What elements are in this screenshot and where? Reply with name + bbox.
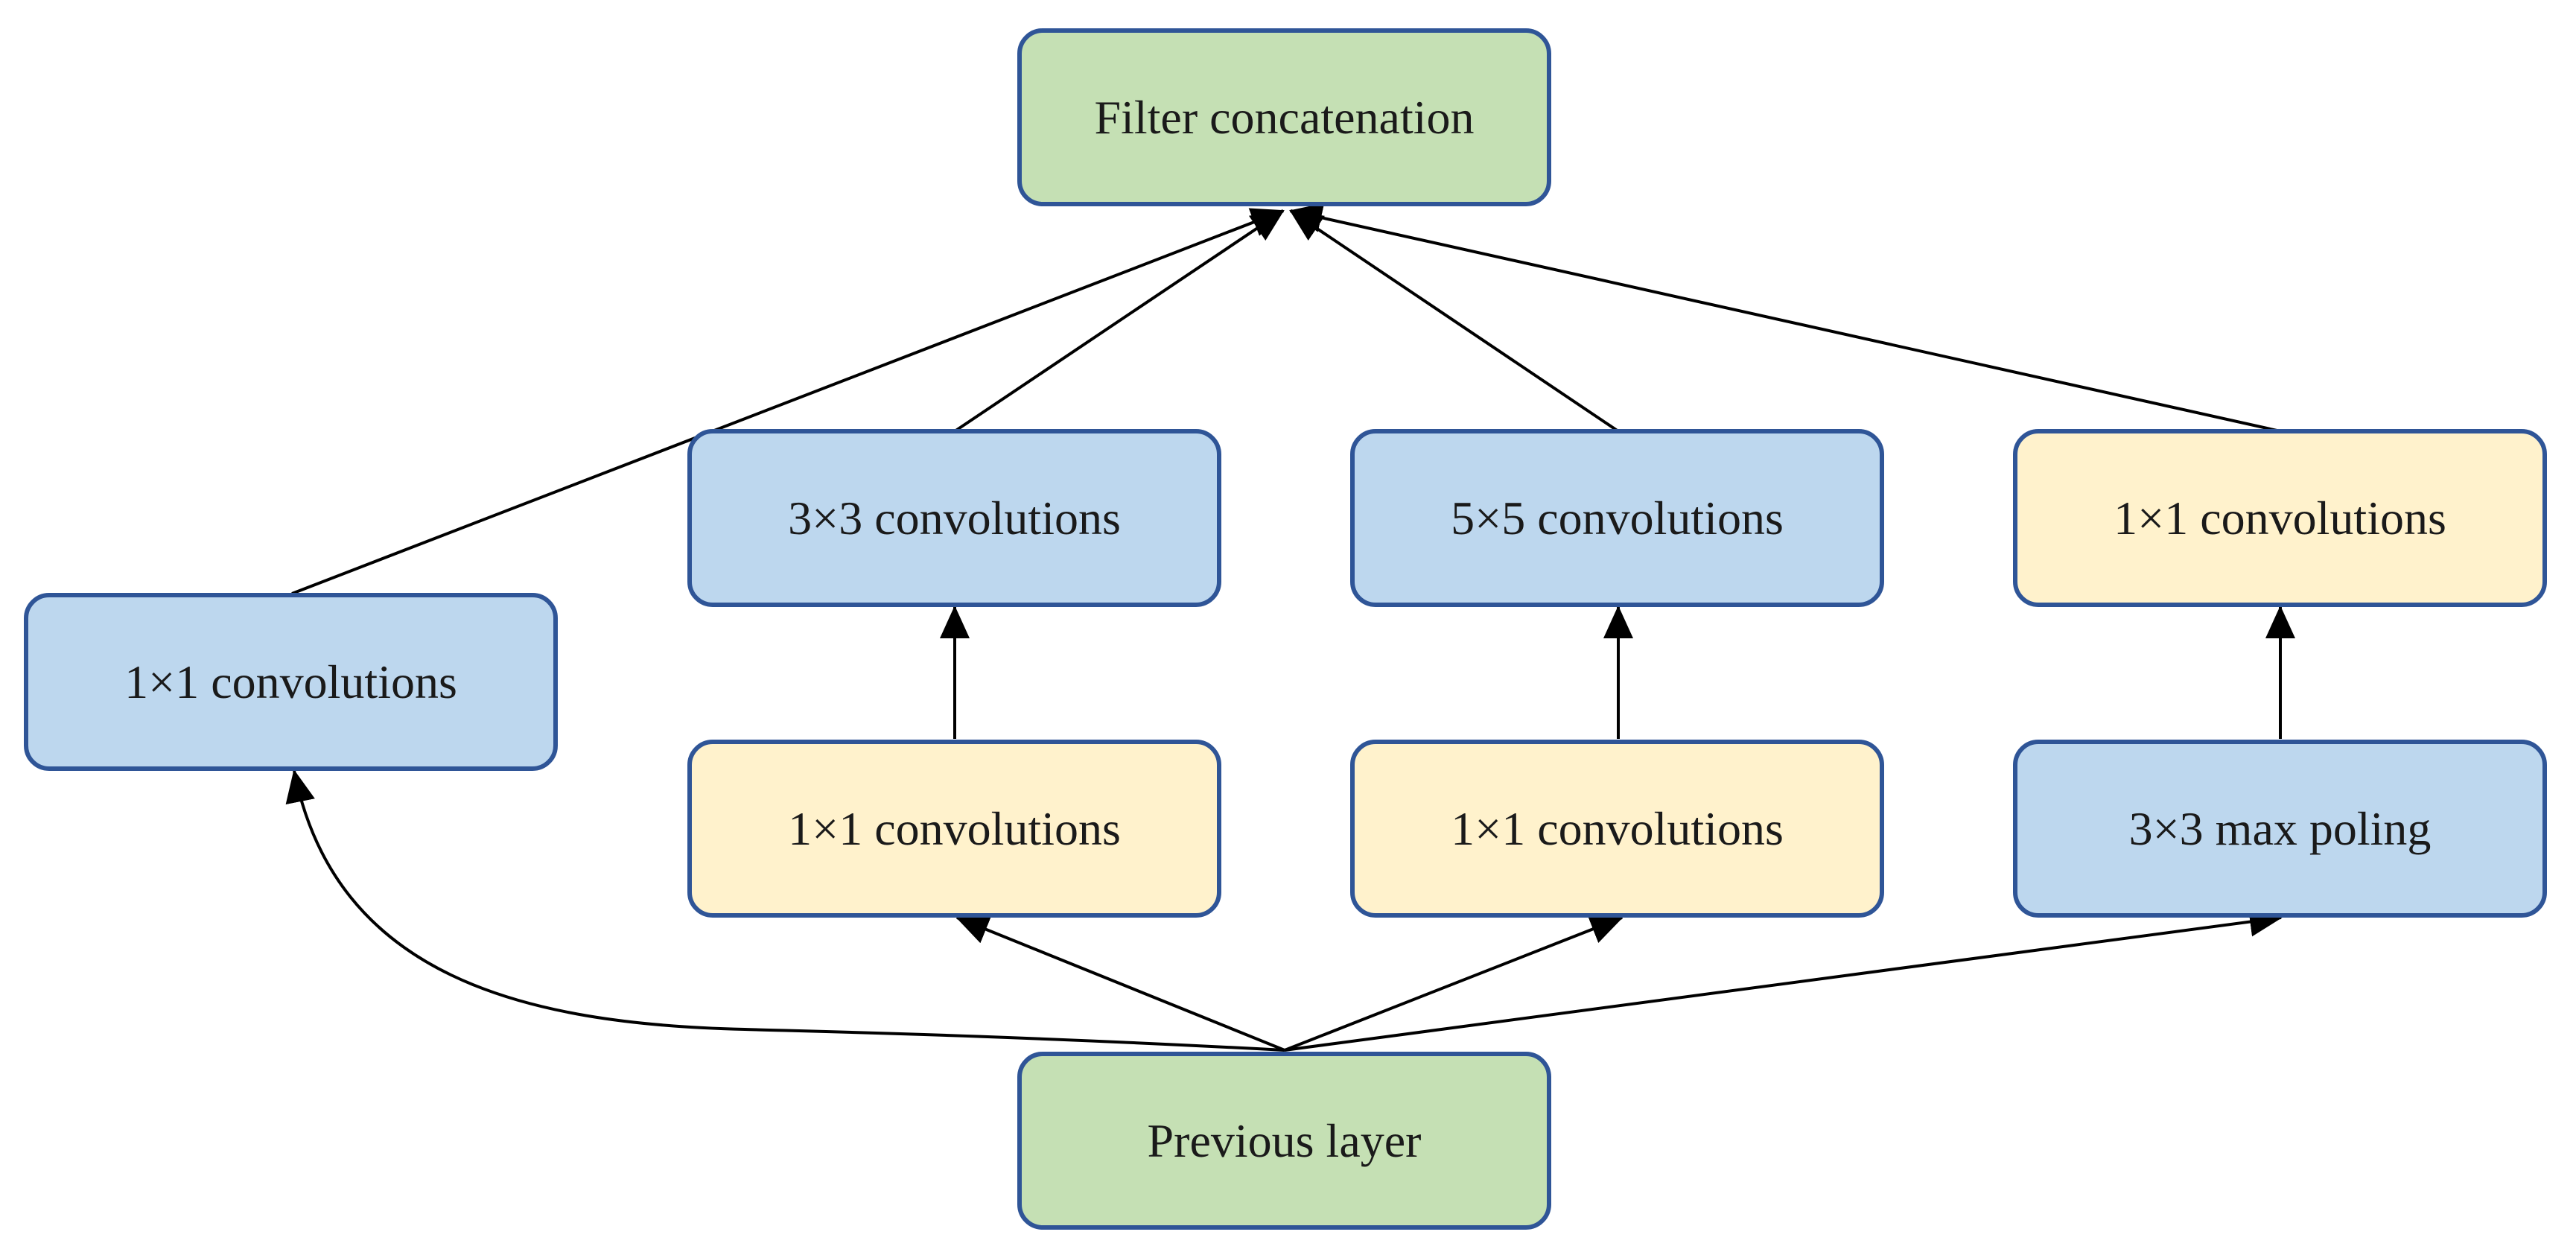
edge-previous-to-conv1x1-reduce-3x3 — [955, 915, 1285, 1052]
edge-conv1x1-direct-to-filter-concat — [291, 208, 1285, 595]
conv1x1-pool-proj-node: 1×1 convolutions — [2013, 429, 2547, 607]
conv1x1-reduce-3x3-node: 1×1 convolutions — [687, 740, 1221, 918]
conv3x3-node: 3×3 convolutions — [687, 429, 1221, 607]
conv1x1-reduce-3x3-label: 1×1 convolutions — [788, 801, 1121, 855]
conv1x1-direct-node: 1×1 convolutions — [24, 593, 558, 771]
edge-conv5x5-to-filter-concat — [1289, 209, 1620, 433]
conv5x5-node: 5×5 convolutions — [1350, 429, 1884, 607]
filter-concatenation-node: Filter concatenation — [1017, 28, 1551, 206]
maxpool3x3-label: 3×3 max poling — [2128, 801, 2432, 855]
conv1x1-reduce-5x5-node: 1×1 convolutions — [1350, 740, 1884, 918]
edge-previous-to-conv1x1-direct — [285, 769, 1285, 1052]
conv1x1-pool-proj-label: 1×1 convolutions — [2114, 491, 2446, 544]
previous-layer-label: Previous layer — [1147, 1114, 1422, 1167]
conv1x1-reduce-5x5-label: 1×1 convolutions — [1451, 801, 1784, 855]
maxpool3x3-node: 3×3 max poling — [2013, 740, 2547, 918]
edge-conv1x1-pool-proj-to-filter-concat — [1289, 203, 2281, 433]
conv1x1-direct-label: 1×1 convolutions — [124, 655, 457, 708]
conv3x3-label: 3×3 convolutions — [788, 491, 1121, 544]
previous-layer-node: Previous layer — [1017, 1052, 1551, 1230]
edge-conv3x3-to-filter-concat — [953, 209, 1285, 433]
edge-previous-to-maxpool — [1284, 906, 2283, 1052]
filter-concatenation-label: Filter concatenation — [1094, 90, 1475, 144]
conv5x5-label: 5×5 convolutions — [1451, 491, 1784, 544]
edge-previous-to-conv1x1-reduce-5x5 — [1284, 915, 1623, 1052]
